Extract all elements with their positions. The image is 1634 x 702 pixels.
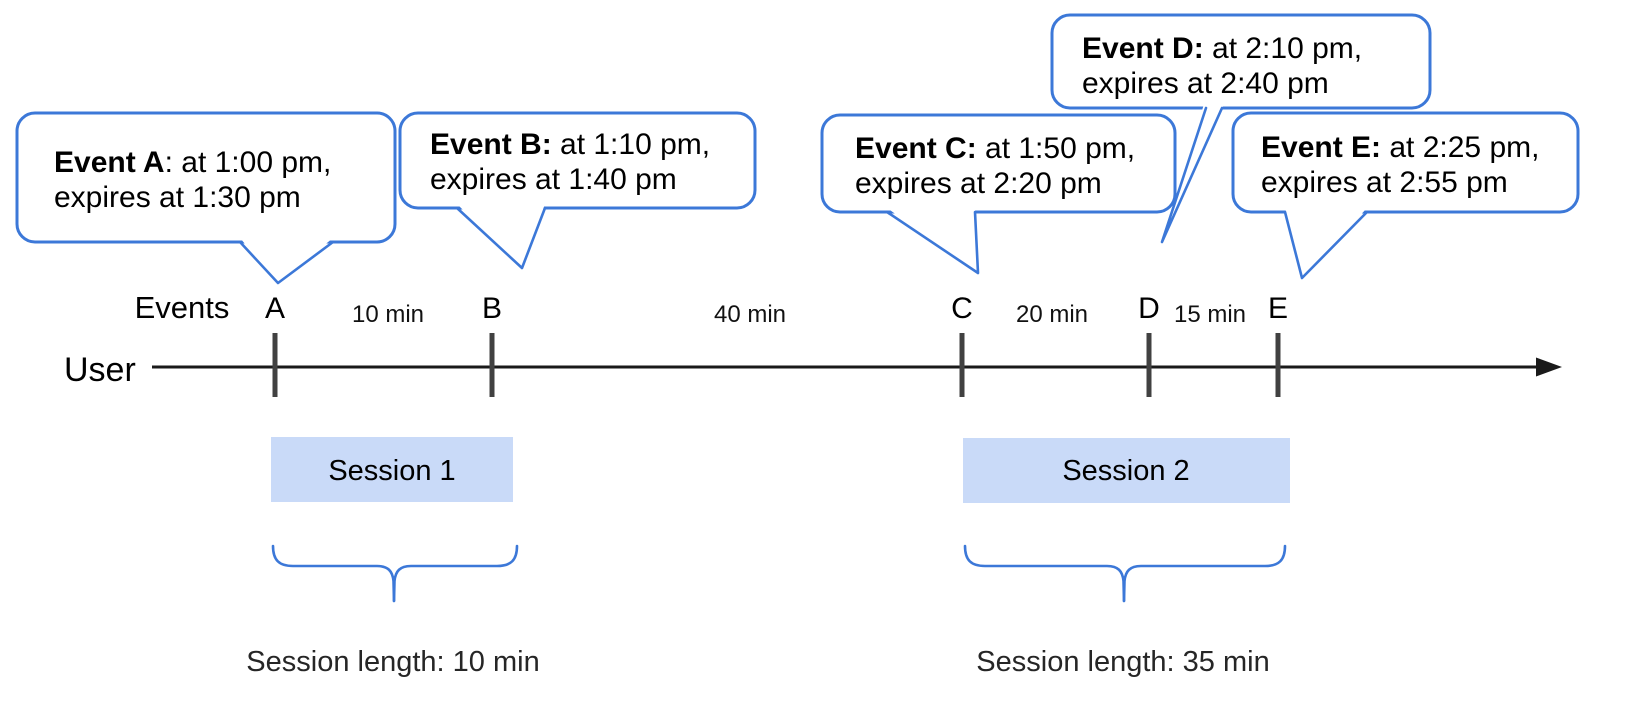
session-1: Session 1 Session length: 10 min — [246, 437, 540, 678]
event-bubble-a: Event A: at 1:00 pm, expires at 1:30 pm — [15, 111, 397, 285]
event-bubble-a-tail — [240, 238, 333, 283]
event-e-text-line2: expires at 2:55 pm — [1261, 166, 1508, 199]
session-1-length-label: Session length: 10 min — [246, 646, 539, 678]
events-label: Events — [135, 290, 230, 325]
event-d-text-line1: Event D: at 2:10 pm, — [1082, 32, 1362, 65]
event-d-title: Event D: — [1082, 32, 1204, 65]
event-bubble-e-box — [1231, 111, 1580, 214]
event-a-text-line2: expires at 1:30 pm — [54, 181, 301, 214]
event-b-title: Event B: — [430, 128, 552, 161]
event-e-text-line1: Event E: at 2:25 pm, — [1261, 131, 1539, 164]
event-letter-d: D — [1138, 292, 1160, 325]
event-bubble-b-tail-outline — [455, 206, 547, 270]
event-bubble-b: Event B: at 1:10 pm, expires at 1:40 pm — [398, 111, 757, 270]
event-bubble-e-tail-outline — [1283, 210, 1369, 280]
session-2-bar — [963, 438, 1290, 503]
event-bubble-e: Event E: at 2:25 pm, expires at 2:55 pm — [1231, 111, 1580, 280]
event-bubble-d: Event D: at 2:10 pm, expires at 2:40 pm — [1050, 13, 1432, 244]
session-2-label: Session 2 — [1062, 455, 1189, 487]
session-1-label: Session 1 — [328, 455, 455, 487]
interval-label-b-c: 40 min — [714, 301, 786, 328]
session-2-length-label: Session length: 35 min — [976, 646, 1269, 678]
event-bubble-c-tail-outline — [885, 210, 980, 275]
timeline-arrowhead-icon — [1536, 357, 1562, 377]
event-bubble-c-box — [820, 113, 1177, 214]
timeline-axis — [152, 333, 1562, 397]
interval-label-a-b: 10 min — [352, 301, 424, 328]
event-letter-a: A — [265, 292, 285, 325]
user-axis-label: User — [64, 351, 136, 389]
session-2-brace-right — [1122, 544, 1287, 603]
event-bubble-b-box — [398, 111, 757, 210]
event-e-time: at 2:25 pm, — [1381, 131, 1539, 164]
event-b-time: at 1:10 pm, — [552, 128, 710, 161]
event-letter-b: B — [482, 292, 502, 325]
event-d-time: at 2:10 pm, — [1204, 32, 1362, 65]
event-bubble-a-tail-outline — [238, 240, 335, 285]
event-e-title: Event E: — [1261, 131, 1381, 164]
event-c-time: at 1:50 pm, — [977, 132, 1135, 165]
event-c-text-line1: Event C: at 1:50 pm, — [855, 132, 1135, 165]
event-bubble-e-tail — [1285, 208, 1367, 278]
event-letter-e: E — [1268, 292, 1288, 325]
event-bubble-a-box — [15, 111, 397, 244]
event-c-text-line2: expires at 2:20 pm — [855, 167, 1102, 200]
event-a-title: Event A — [54, 146, 165, 179]
session-1-bar — [271, 437, 513, 502]
event-bubble-c: Event C: at 1:50 pm, expires at 2:20 pm — [820, 113, 1177, 275]
interval-label-d-e: 15 min — [1174, 301, 1246, 328]
event-b-text-line1: Event B: at 1:10 pm, — [430, 128, 710, 161]
event-bubble-d-tail-outline — [1160, 106, 1224, 244]
interval-label-c-d: 20 min — [1016, 301, 1088, 328]
event-a-text-line1: Event A: at 1:00 pm, — [54, 146, 331, 179]
event-c-title: Event C: — [855, 132, 977, 165]
session-1-brace-left — [271, 544, 396, 603]
session-1-brace-right — [392, 544, 519, 603]
event-bubble-d-box — [1050, 13, 1432, 110]
session-2-brace-left — [963, 544, 1126, 603]
event-letter-c: C — [951, 292, 973, 325]
event-bubble-b-tail — [457, 204, 545, 268]
event-a-time: : at 1:00 pm, — [165, 146, 332, 179]
event-d-text-line2: expires at 2:40 pm — [1082, 67, 1329, 100]
session-2: Session 2 Session length: 35 min — [963, 438, 1290, 678]
event-b-text-line2: expires at 1:40 pm — [430, 163, 677, 196]
